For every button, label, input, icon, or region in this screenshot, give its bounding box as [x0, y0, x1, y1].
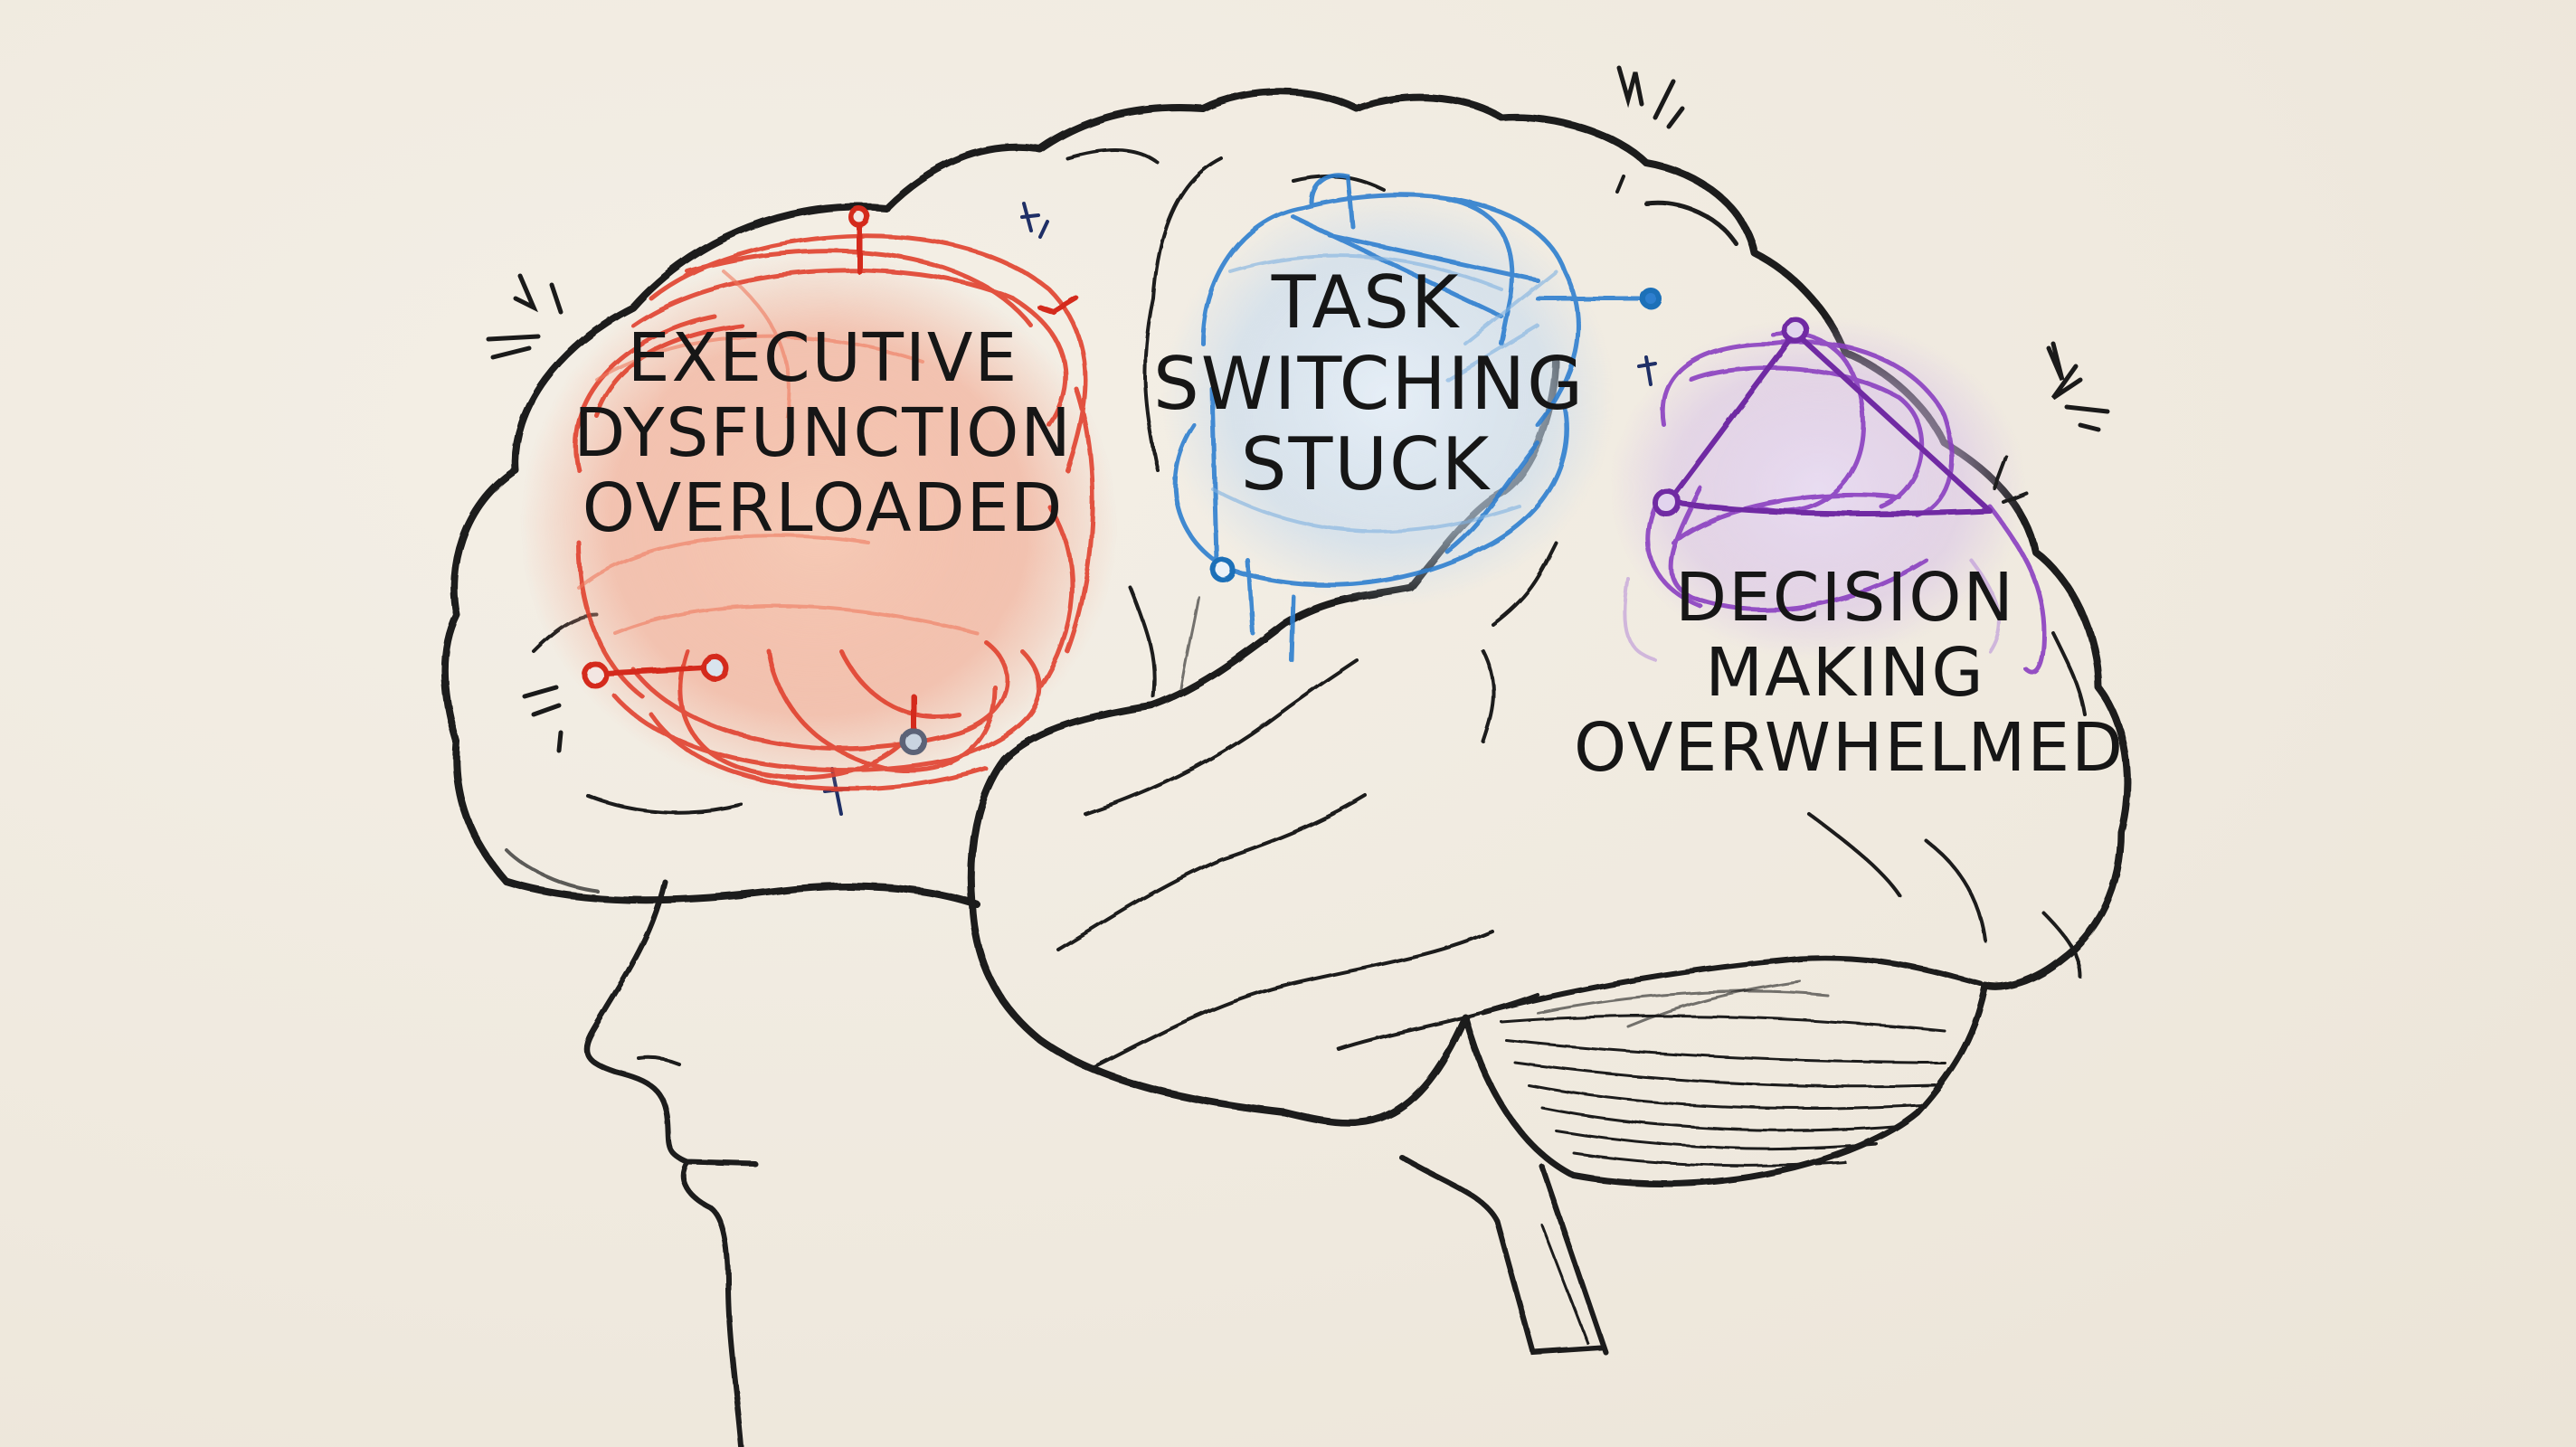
- brainstem: [1399, 1155, 1608, 1356]
- brain-folds: [505, 148, 2087, 1069]
- task-switching-label: Task Switching Stuck: [1153, 260, 1586, 507]
- task-line-2: Switching: [1153, 341, 1586, 426]
- executive-line-2: Dysfunction: [573, 393, 1073, 472]
- decision-scribble: [1610, 317, 2047, 676]
- executive-dysfunction-label: Executive Dysfunction Overloaded: [543, 321, 1103, 546]
- decision-line-3: Overwhelmed: [1574, 708, 2126, 787]
- face-profile: [583, 879, 758, 1447]
- decision-making-label: Decision Making Overwhelmed: [1574, 559, 2126, 787]
- cerebellum: [1462, 955, 1989, 1187]
- executive-line-3: Overloaded: [582, 468, 1065, 547]
- executive-line-1: Executive: [627, 319, 1019, 397]
- task-line-3: Stuck: [1240, 422, 1492, 507]
- decision-line-2: Making: [1705, 633, 1985, 712]
- executive-scribble: [520, 206, 1117, 796]
- task-scribble: [1162, 173, 1662, 663]
- emphasis-marks: [486, 65, 2110, 753]
- task-line-1: Task: [1271, 260, 1461, 345]
- decision-line-1: Decision: [1675, 559, 2015, 637]
